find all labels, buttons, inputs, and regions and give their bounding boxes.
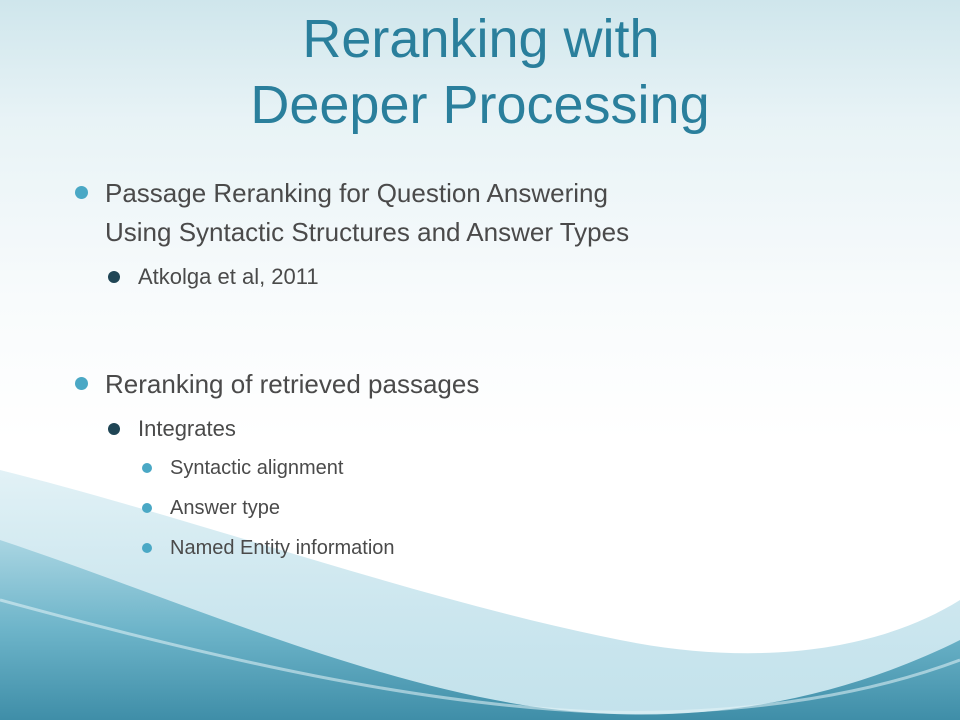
bullet-dot-icon (142, 503, 152, 513)
bullet-reranking: Reranking of retrieved passages (75, 365, 480, 404)
bullet-dot-icon (108, 423, 120, 435)
sub-sub-bullet-named-entity: Named Entity information (142, 534, 395, 562)
bullet-text-line-1: Passage Reranking for Question Answering (105, 178, 608, 208)
sub-bullet-text: Integrates (138, 416, 236, 441)
sub-bullet-integrates: Integrates (108, 414, 236, 444)
bullet-dot-icon (75, 186, 88, 199)
sub-sub-bullet-text: Syntactic alignment (170, 457, 344, 479)
sub-sub-bullet-syntactic: Syntactic alignment (142, 454, 344, 482)
sub-bullet-citation: Atkolga et al, 2011 (108, 262, 319, 292)
title-line-2: Deeper Processing (250, 75, 710, 135)
bullet-dot-icon (142, 543, 152, 553)
bullet-paper-title: Passage Reranking for Question Answering… (75, 174, 630, 252)
wave-highlight (0, 598, 960, 714)
slide-title: Reranking with Deeper Processing (0, 6, 960, 138)
wave-deep (0, 540, 960, 720)
sub-sub-bullet-text: Named Entity information (170, 537, 395, 559)
sub-sub-bullet-answer-type: Answer type (142, 494, 281, 522)
bullet-dot-icon (108, 271, 120, 283)
bullet-dot-icon (142, 463, 152, 473)
bullet-text: Reranking of retrieved passages (105, 369, 480, 399)
sub-bullet-text: Atkolga et al, 2011 (138, 264, 319, 289)
title-line-1: Reranking with (302, 9, 660, 69)
sub-sub-bullet-text: Answer type (170, 497, 281, 519)
bullet-dot-icon (75, 377, 88, 390)
bullet-text-line-2: Using Syntactic Structures and Answer Ty… (105, 217, 630, 247)
